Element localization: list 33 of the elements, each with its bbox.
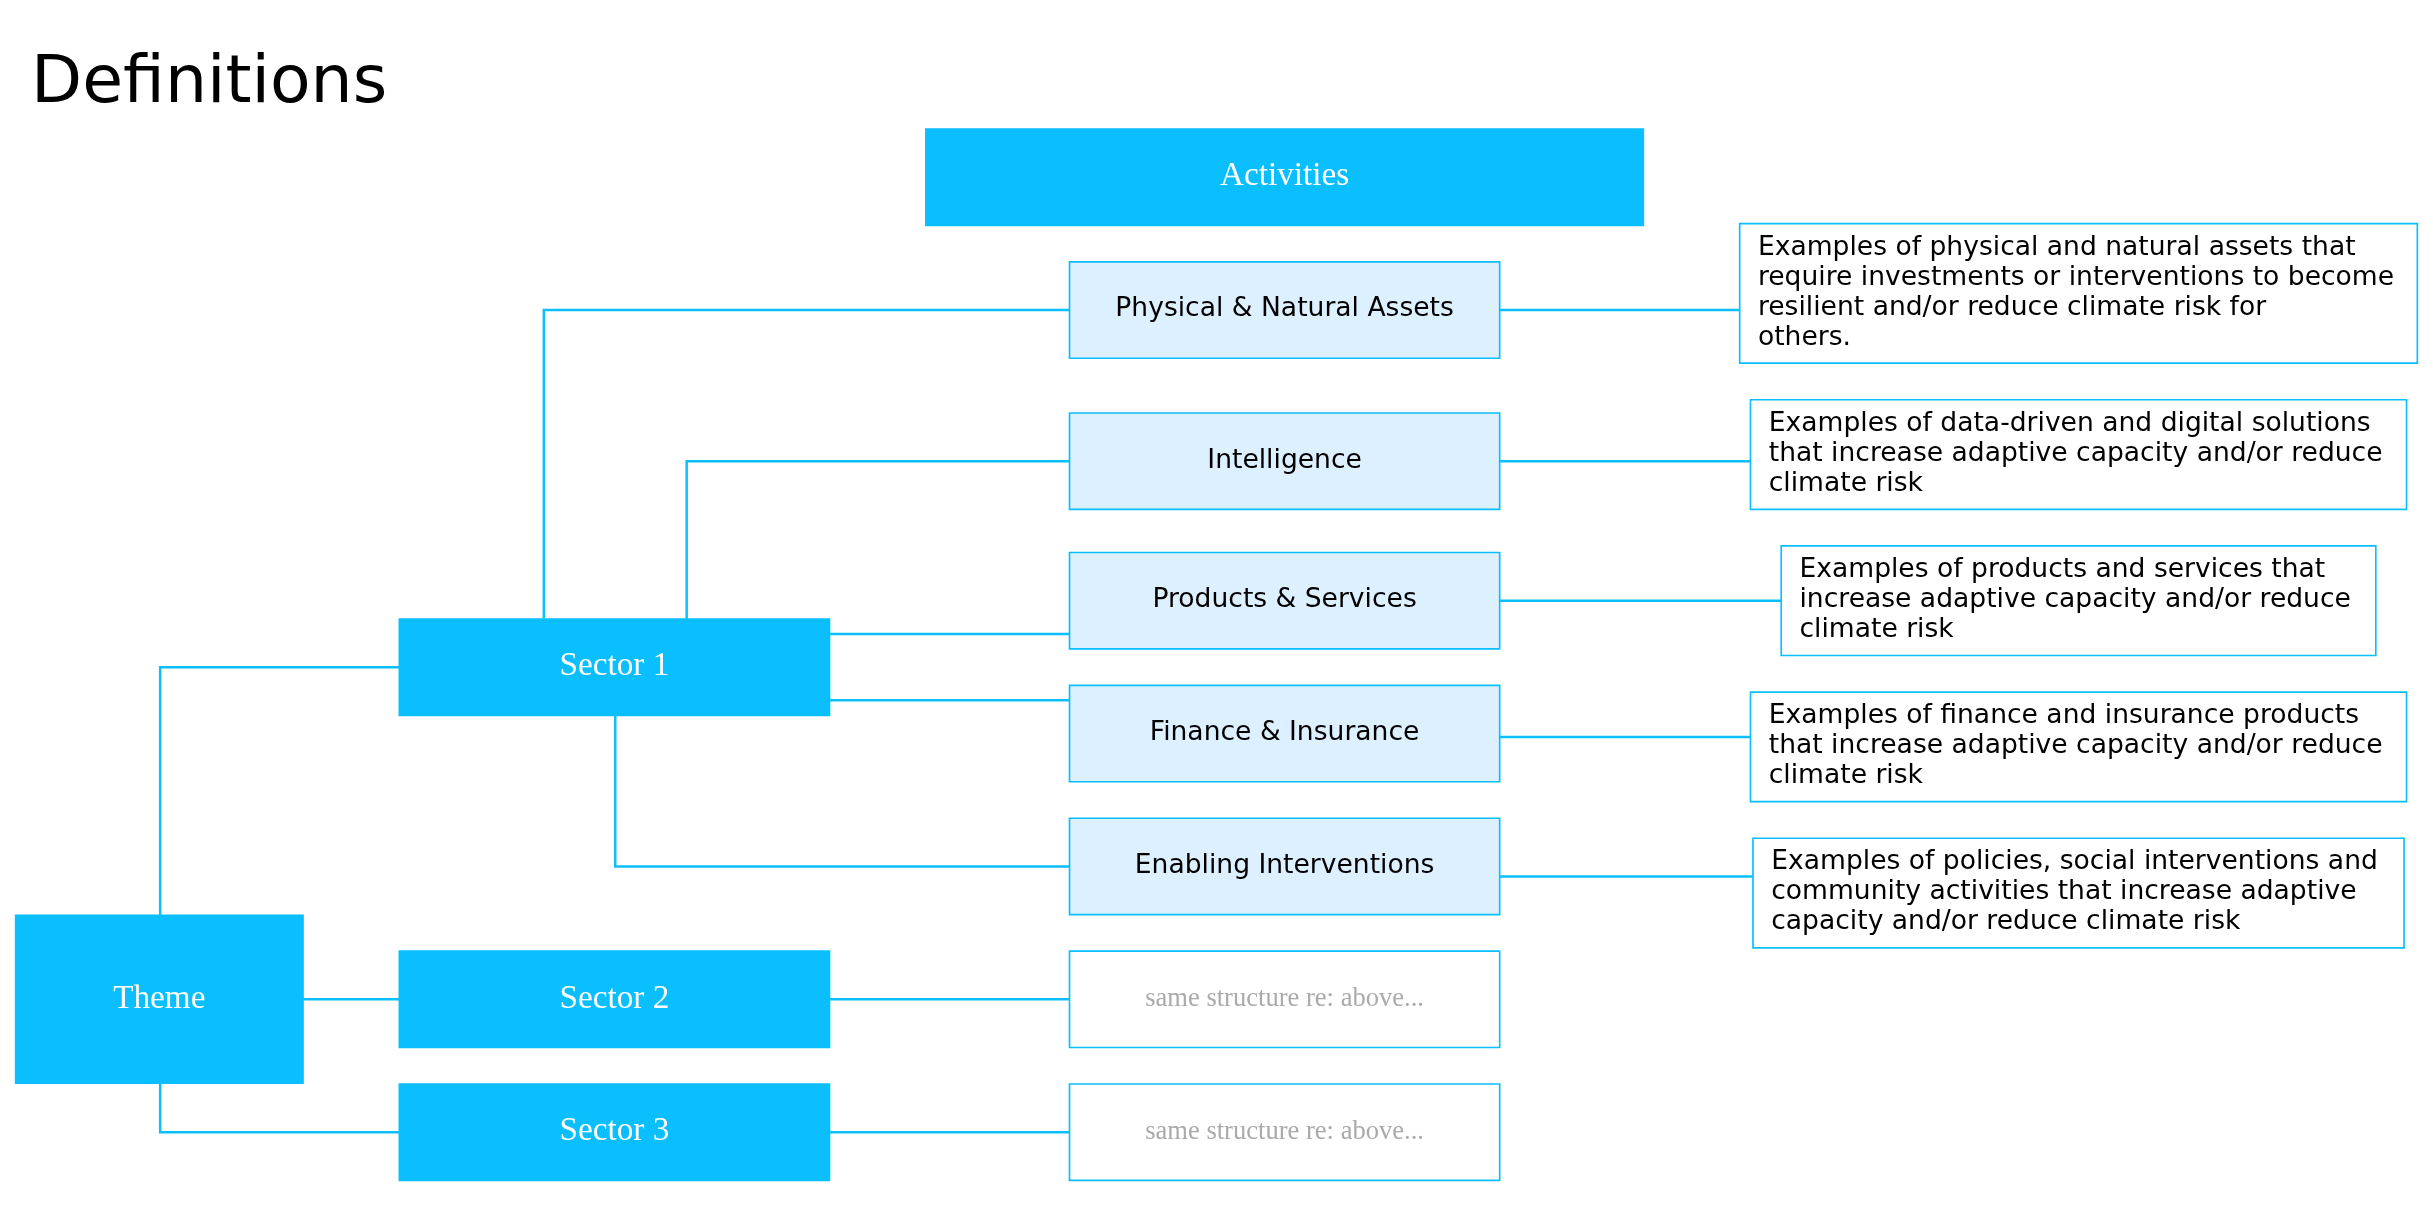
node-box: same structure re: above... — [1068, 950, 1501, 1049]
node-box: Examples of finance and insurance products that increase adaptive capacity and/or reduce climate risk — [1749, 691, 2408, 803]
node-box: same structure re: above... — [1068, 1083, 1501, 1182]
node-box: Intelligence — [1068, 412, 1501, 511]
node-box: Examples of physical and natural assets that require investments or interventions to become resilient and/or reduce climate risk for others. — [1738, 222, 2419, 365]
connector — [614, 715, 1070, 868]
connector — [158, 665, 400, 916]
connector — [829, 699, 1069, 702]
connector — [1499, 308, 1740, 312]
connector — [542, 308, 1070, 619]
connector — [1499, 875, 1753, 878]
node-box: Enabling Interventions — [1068, 817, 1501, 916]
node-box: Examples of policies, social interventions and community activities that increase adaptive capacity and/or reduce climate risk — [1752, 837, 2405, 949]
node-box: Sector 3 — [398, 1083, 831, 1182]
node-box: Theme — [14, 914, 304, 1084]
node-box: Examples of data-driven and digital solutions that increase adaptive capacity and/or reduce climate risk — [1749, 398, 2408, 511]
connector — [829, 632, 1069, 636]
connector — [685, 459, 1070, 619]
connector — [829, 1130, 1069, 1134]
connector — [829, 998, 1069, 1001]
connector — [158, 1083, 400, 1134]
connector — [1499, 599, 1782, 602]
node-box: Examples of products and services that increase adaptive capacity and/or reduce climate risk — [1780, 545, 2377, 657]
connector — [1499, 459, 1751, 463]
node-box: Finance & Insurance — [1068, 684, 1501, 783]
node-box: Activities — [925, 128, 1645, 227]
node-box: Sector 1 — [398, 618, 831, 717]
connector — [303, 998, 400, 1001]
diagram-title: Definitions — [31, 40, 388, 119]
node-box: Physical & Natural Assets — [1068, 261, 1501, 360]
node-box: Sector 2 — [398, 950, 831, 1049]
node-box: Products & Services — [1068, 551, 1501, 650]
connector — [1499, 735, 1751, 739]
